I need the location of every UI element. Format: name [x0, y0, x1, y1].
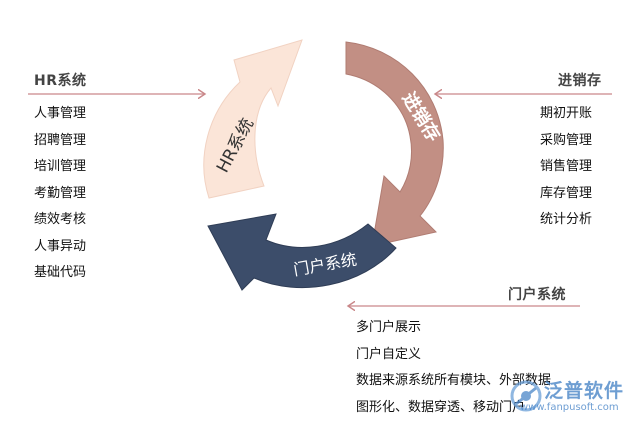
hr-item: 培训管理: [34, 159, 87, 174]
hr-item: 招聘管理: [34, 132, 87, 148]
hr-panel-title: HR系统: [34, 73, 87, 89]
portal-item: 多门户展示: [356, 320, 422, 335]
jxc-item: 销售管理: [540, 159, 593, 174]
hr-item: 考勤管理: [34, 185, 87, 201]
jxc-item: 库存管理: [540, 185, 593, 201]
hr-item: 绩效考核: [34, 212, 87, 227]
hr-item: 人事管理: [34, 106, 87, 121]
hr-item-list: 人事管理 招聘管理 培训管理 考勤管理 绩效考核 人事异动 基础代码: [34, 104, 86, 290]
jxc-arrow: [345, 41, 444, 247]
jxc-panel-title: 进销存: [558, 73, 602, 89]
watermark-brand: 泛普软件: [544, 380, 625, 402]
portal-item: 数据来源系统所有模块、外部数据: [356, 373, 552, 388]
jxc-item: 期初开账: [540, 106, 593, 121]
portal-item: 门户自定义: [356, 346, 422, 362]
hr-item: 人事异动: [34, 238, 87, 254]
jxc-item-list: 期初开账 采购管理 销售管理 库存管理 统计分析: [540, 104, 592, 237]
hr-arrow: [203, 39, 303, 199]
portal-item-list: 多门户展示 门户自定义 数据来源系统所有模块、外部数据 图形化、数据穿透、移动门…: [356, 318, 551, 424]
watermark-logo-icon: [510, 380, 542, 412]
portal-panel-title: 门户系统: [508, 287, 566, 303]
jxc-item: 统计分析: [540, 212, 593, 227]
portal-item: 图形化、数据穿透、移动门户: [356, 399, 526, 415]
hr-item: 基础代码: [34, 265, 87, 280]
watermark-url: www.fanpusoft.com: [520, 402, 619, 413]
jxc-item: 采购管理: [540, 132, 593, 148]
portal-arrow: [207, 213, 397, 291]
